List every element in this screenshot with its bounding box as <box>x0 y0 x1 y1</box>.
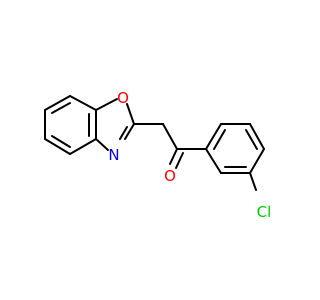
ring-oxygen-label: O <box>117 89 129 107</box>
chlorine-label: Cl <box>257 203 272 221</box>
benzoxazole-benzene-ring <box>44 95 97 155</box>
oxazole-ring <box>95 98 135 151</box>
bond <box>124 123 135 140</box>
bond <box>95 98 118 111</box>
bond <box>95 138 109 151</box>
bond <box>205 123 222 150</box>
bond <box>205 148 222 174</box>
bond <box>249 148 265 174</box>
carbonyl-double-bond <box>169 148 178 165</box>
bond <box>126 103 135 125</box>
bond <box>44 95 71 111</box>
bond <box>69 95 97 111</box>
structure-canvas: O N O Cl <box>44 89 272 221</box>
molecule-diagram: O N O Cl <box>44 89 272 221</box>
bond <box>69 138 97 155</box>
bond <box>44 138 71 155</box>
double-bond-inner <box>51 102 71 114</box>
ring-nitrogen-label: N <box>108 146 119 164</box>
double-bond-inner <box>51 135 71 148</box>
methylene-bond <box>162 123 178 150</box>
chlorophenyl-ring <box>205 123 265 174</box>
bond <box>249 123 265 150</box>
carbonyl-oxygen-label: O <box>164 167 176 185</box>
carbonyl-double-bond <box>175 152 184 169</box>
double-bond-inner <box>119 126 128 140</box>
chlorine-bond <box>249 172 257 191</box>
double-bond-inner <box>245 129 258 150</box>
double-bond-inner <box>213 129 226 150</box>
